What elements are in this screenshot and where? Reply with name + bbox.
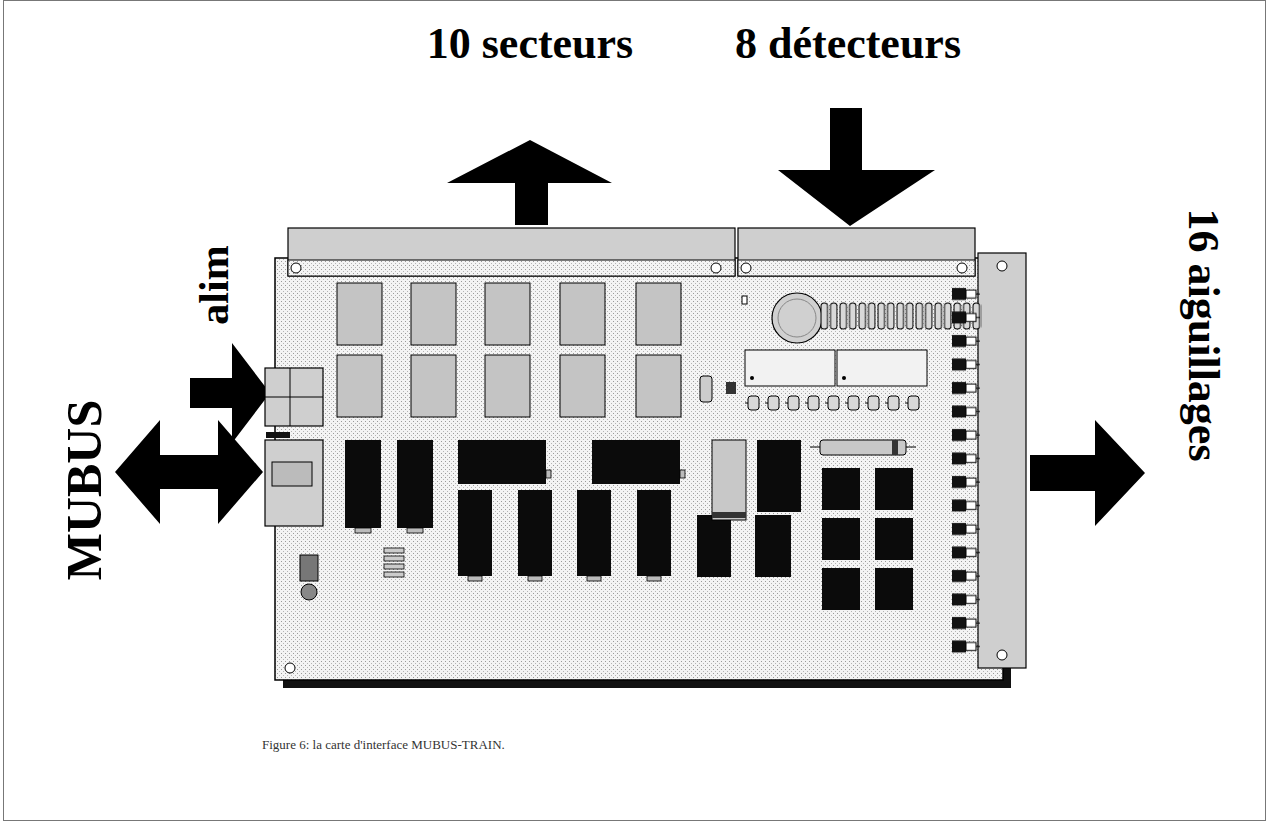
memory-chips — [337, 283, 681, 417]
input-label: 8 détecteurs — [735, 22, 961, 66]
output-label: 10 secteurs — [427, 22, 634, 66]
bus-label: MUBUS — [59, 400, 109, 581]
output-label: 16 aiguillages — [1181, 208, 1225, 461]
arrow-down — [778, 108, 935, 226]
diodes — [950, 283, 980, 659]
arrow-up — [447, 140, 612, 225]
frame — [4, 1, 1266, 821]
capacitor — [712, 440, 746, 520]
board — [275, 258, 1003, 680]
arrow-mubus — [115, 420, 263, 524]
ic — [745, 350, 835, 386]
connector-mubus — [265, 440, 323, 526]
crystal — [772, 293, 822, 343]
ic — [837, 350, 927, 386]
resistors — [745, 394, 925, 414]
power-label: alim — [193, 245, 235, 324]
logic-chips — [345, 440, 913, 610]
connector-power — [265, 368, 323, 426]
figure-caption: Figure 6: la carte d'interface MUBUS-TRA… — [262, 737, 505, 753]
connector-detectors — [738, 228, 975, 276]
arrow-right — [1030, 420, 1145, 526]
diode — [820, 440, 906, 455]
arrow-alim — [190, 343, 270, 443]
connector-switches — [978, 253, 1026, 668]
connector-sectors — [288, 228, 735, 276]
